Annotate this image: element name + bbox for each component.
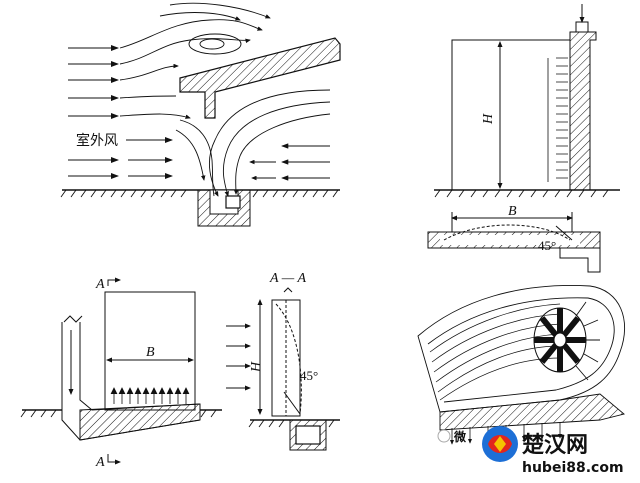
wall-body — [451, 39, 571, 191]
section-mark-top — [107, 277, 121, 286]
width-label-B-3: B — [146, 345, 155, 360]
plan-arc — [443, 224, 571, 241]
wind-streamlines — [119, 2, 331, 197]
angle-label-45-4: 45° — [300, 368, 318, 383]
base-inflow-arrows — [110, 387, 190, 404]
trench-inlet-box — [225, 195, 241, 209]
angle-arc-4 — [275, 303, 302, 415]
section-mark-bottom-label: A — [95, 455, 105, 470]
duct-bottom — [79, 403, 201, 441]
figure-wall-height: H B 45° — [427, 4, 620, 273]
duct-base — [439, 393, 625, 431]
column-cap — [575, 21, 589, 33]
incoming-wind-arrows — [68, 45, 173, 179]
outdoor-wind-label: 室外风 — [76, 132, 118, 149]
roof-slab — [179, 37, 341, 119]
height-label-H-4: H — [249, 361, 264, 373]
roof-vortex — [188, 33, 242, 55]
plan-drain — [559, 248, 601, 273]
pipe-inner — [79, 322, 201, 411]
duct-outline — [417, 285, 625, 413]
watermark-url: hubei88.com — [522, 460, 624, 476]
angle-line — [555, 225, 573, 241]
watermark-logo: 微 楚汉网 hubei88.com — [437, 426, 624, 476]
figure-elevation-section: B A A — [20, 277, 222, 470]
section-mark-top-label: A — [95, 277, 105, 292]
figure-section-AA: A — A H 45° — [226, 271, 340, 451]
angle-label-45: 45° — [538, 238, 556, 253]
section-mark-bottom — [107, 454, 121, 465]
watermark-brand: 楚汉网 — [522, 433, 588, 458]
width-label-B: B — [508, 204, 517, 219]
ground-hatch-1 — [60, 189, 339, 198]
watermark-wechat: 微 — [453, 429, 467, 444]
wall-inflow-arrows — [547, 57, 568, 182]
radial-fan — [533, 301, 600, 381]
wall-column — [569, 31, 597, 191]
figure-wind-overhang: 室外风 — [60, 2, 341, 227]
figure-perspective-duct — [417, 285, 625, 445]
section-title-AA: A — A — [269, 271, 306, 286]
height-label-H: H — [481, 113, 496, 125]
